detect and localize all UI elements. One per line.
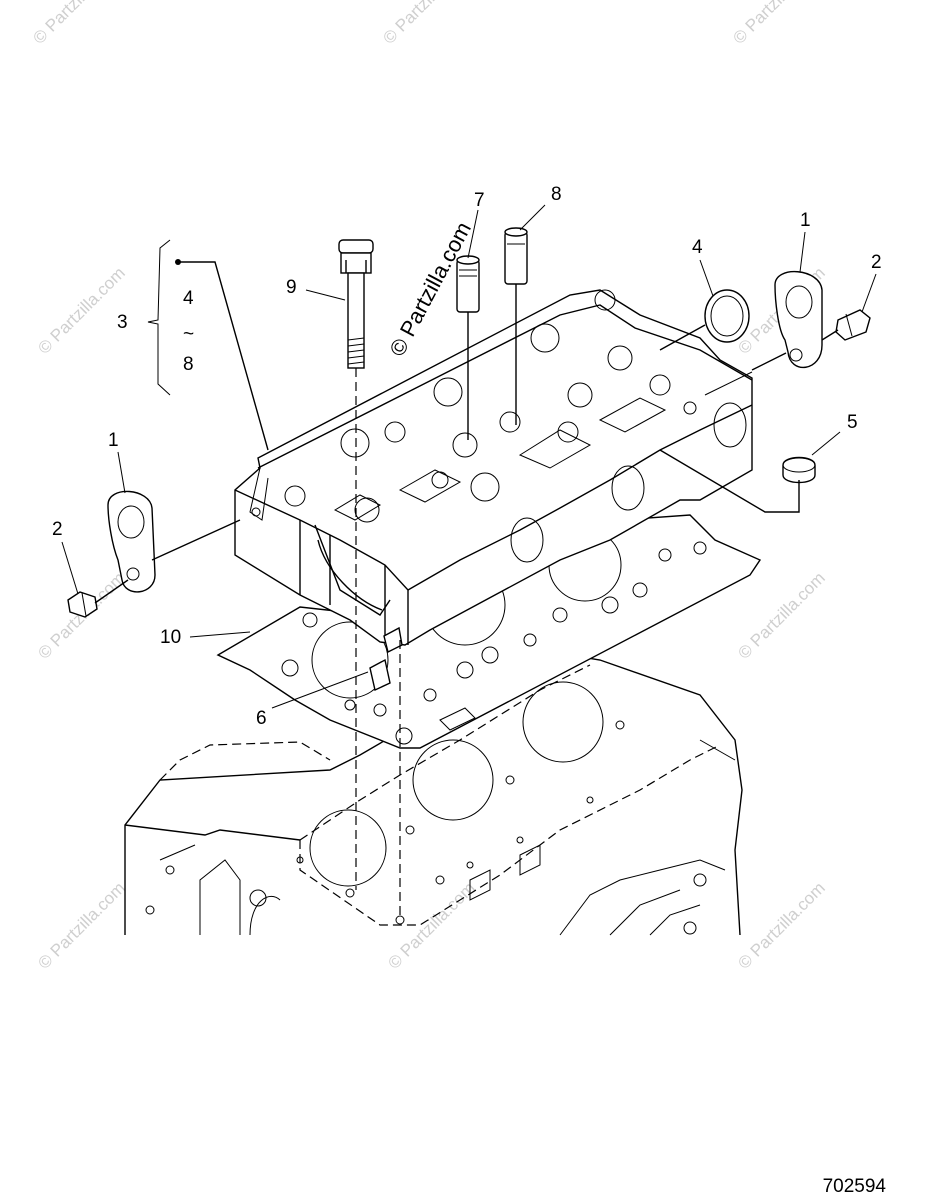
callout-label-4: 4 xyxy=(692,237,703,258)
callout-label-3: 3 xyxy=(117,312,128,333)
callout-group-range: ~ xyxy=(183,324,194,345)
callout-label-2-left: 2 xyxy=(52,519,63,540)
callout-label-6: 6 xyxy=(256,708,267,729)
diagram-id-label: 702594 xyxy=(822,1176,886,1197)
callout-label-8: 8 xyxy=(551,184,562,205)
callout-label-7: 7 xyxy=(474,190,485,211)
part-valve-guide xyxy=(456,255,480,313)
watermark: © Partzilla.com xyxy=(734,568,828,662)
watermark: © Partzilla.com xyxy=(34,263,128,357)
part-cup-plug xyxy=(704,289,750,343)
callout-label-1: 1 xyxy=(800,210,811,231)
part-stud xyxy=(369,626,403,692)
leader-lines xyxy=(94,259,839,915)
watermark: © Partzilla.com xyxy=(34,878,128,972)
watermark: © Partzilla.com xyxy=(29,0,123,48)
callout-label-1-left: 1 xyxy=(108,430,119,451)
callout-group-4: 4 xyxy=(183,288,194,309)
part-head-bolt xyxy=(338,239,374,369)
callout-labels: 1 2 4 5 7 8 9 1 2 10 6 3 4 ~ 8 xyxy=(52,184,882,729)
callout-label-5: 5 xyxy=(847,412,858,433)
part-valve-guide-2 xyxy=(504,227,528,285)
part-lifting-bracket-right xyxy=(774,271,823,368)
callout-group-8: 8 xyxy=(183,354,194,375)
part-bolt-right xyxy=(835,309,871,341)
watermark: © Partzilla.com xyxy=(729,0,823,48)
callout-label-2: 2 xyxy=(871,252,882,273)
callout-label-10: 10 xyxy=(160,627,181,648)
watermark: © Partzilla.com xyxy=(384,878,478,972)
callout-label-9: 9 xyxy=(286,277,297,298)
callout-leaders xyxy=(61,204,877,709)
watermark: © Partzilla.com xyxy=(734,878,828,972)
watermark: © Partzilla.com xyxy=(379,0,473,48)
part-lifting-bracket-left xyxy=(107,490,156,593)
part-small-plug xyxy=(782,456,816,484)
part-bolt-left xyxy=(67,591,98,618)
